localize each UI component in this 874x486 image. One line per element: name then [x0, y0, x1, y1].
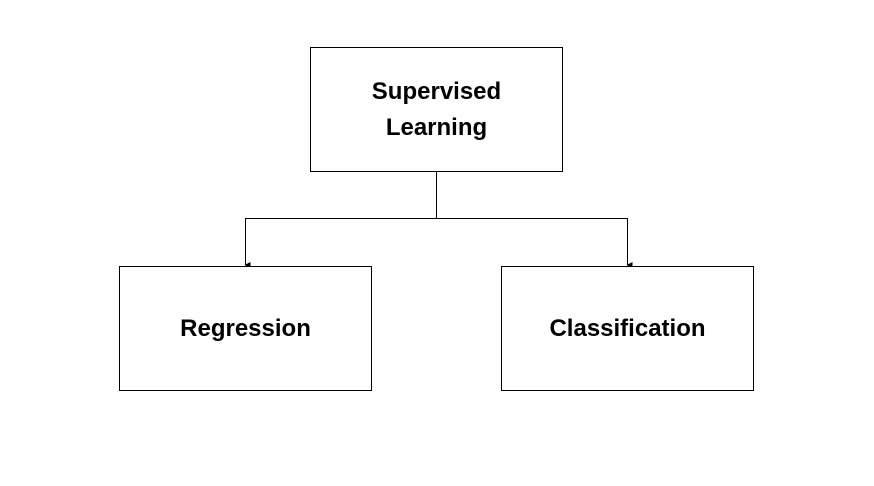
node-label-classification: Classification: [549, 314, 706, 342]
node-classification: Classification: [501, 266, 754, 391]
node-supervised-learning: Supervised Learning: [310, 47, 563, 172]
node-label-supervised-learning: Supervised Learning: [371, 77, 502, 141]
node-regression: Regression: [119, 266, 372, 391]
node-label-regression: Regression: [180, 314, 311, 342]
